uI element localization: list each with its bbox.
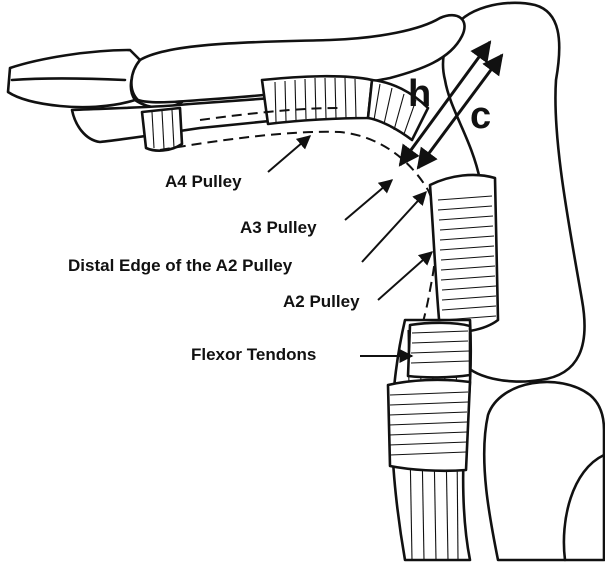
- force-arrow-c: [416, 53, 504, 170]
- force-label-h: h: [408, 73, 431, 115]
- force-label-c: c: [470, 95, 491, 137]
- label-a2-distal-edge: Distal Edge of the A2 Pulley: [68, 256, 293, 275]
- a2-distal-leader-arrow: [361, 190, 427, 263]
- a2-leader-arrow: [377, 251, 434, 301]
- tendon-sheath: [159, 130, 438, 381]
- a4-leader-arrow: [267, 135, 312, 173]
- metacarpal-head-bone: [482, 380, 605, 562]
- label-a3-pulley: A3 Pulley: [240, 218, 317, 237]
- a3-leader-arrow: [344, 179, 394, 221]
- label-flexor-tendons: Flexor Tendons: [191, 345, 316, 364]
- label-a4-pulley: A4 Pulley: [165, 172, 242, 191]
- label-a2-pulley: A2 Pulley: [283, 292, 360, 311]
